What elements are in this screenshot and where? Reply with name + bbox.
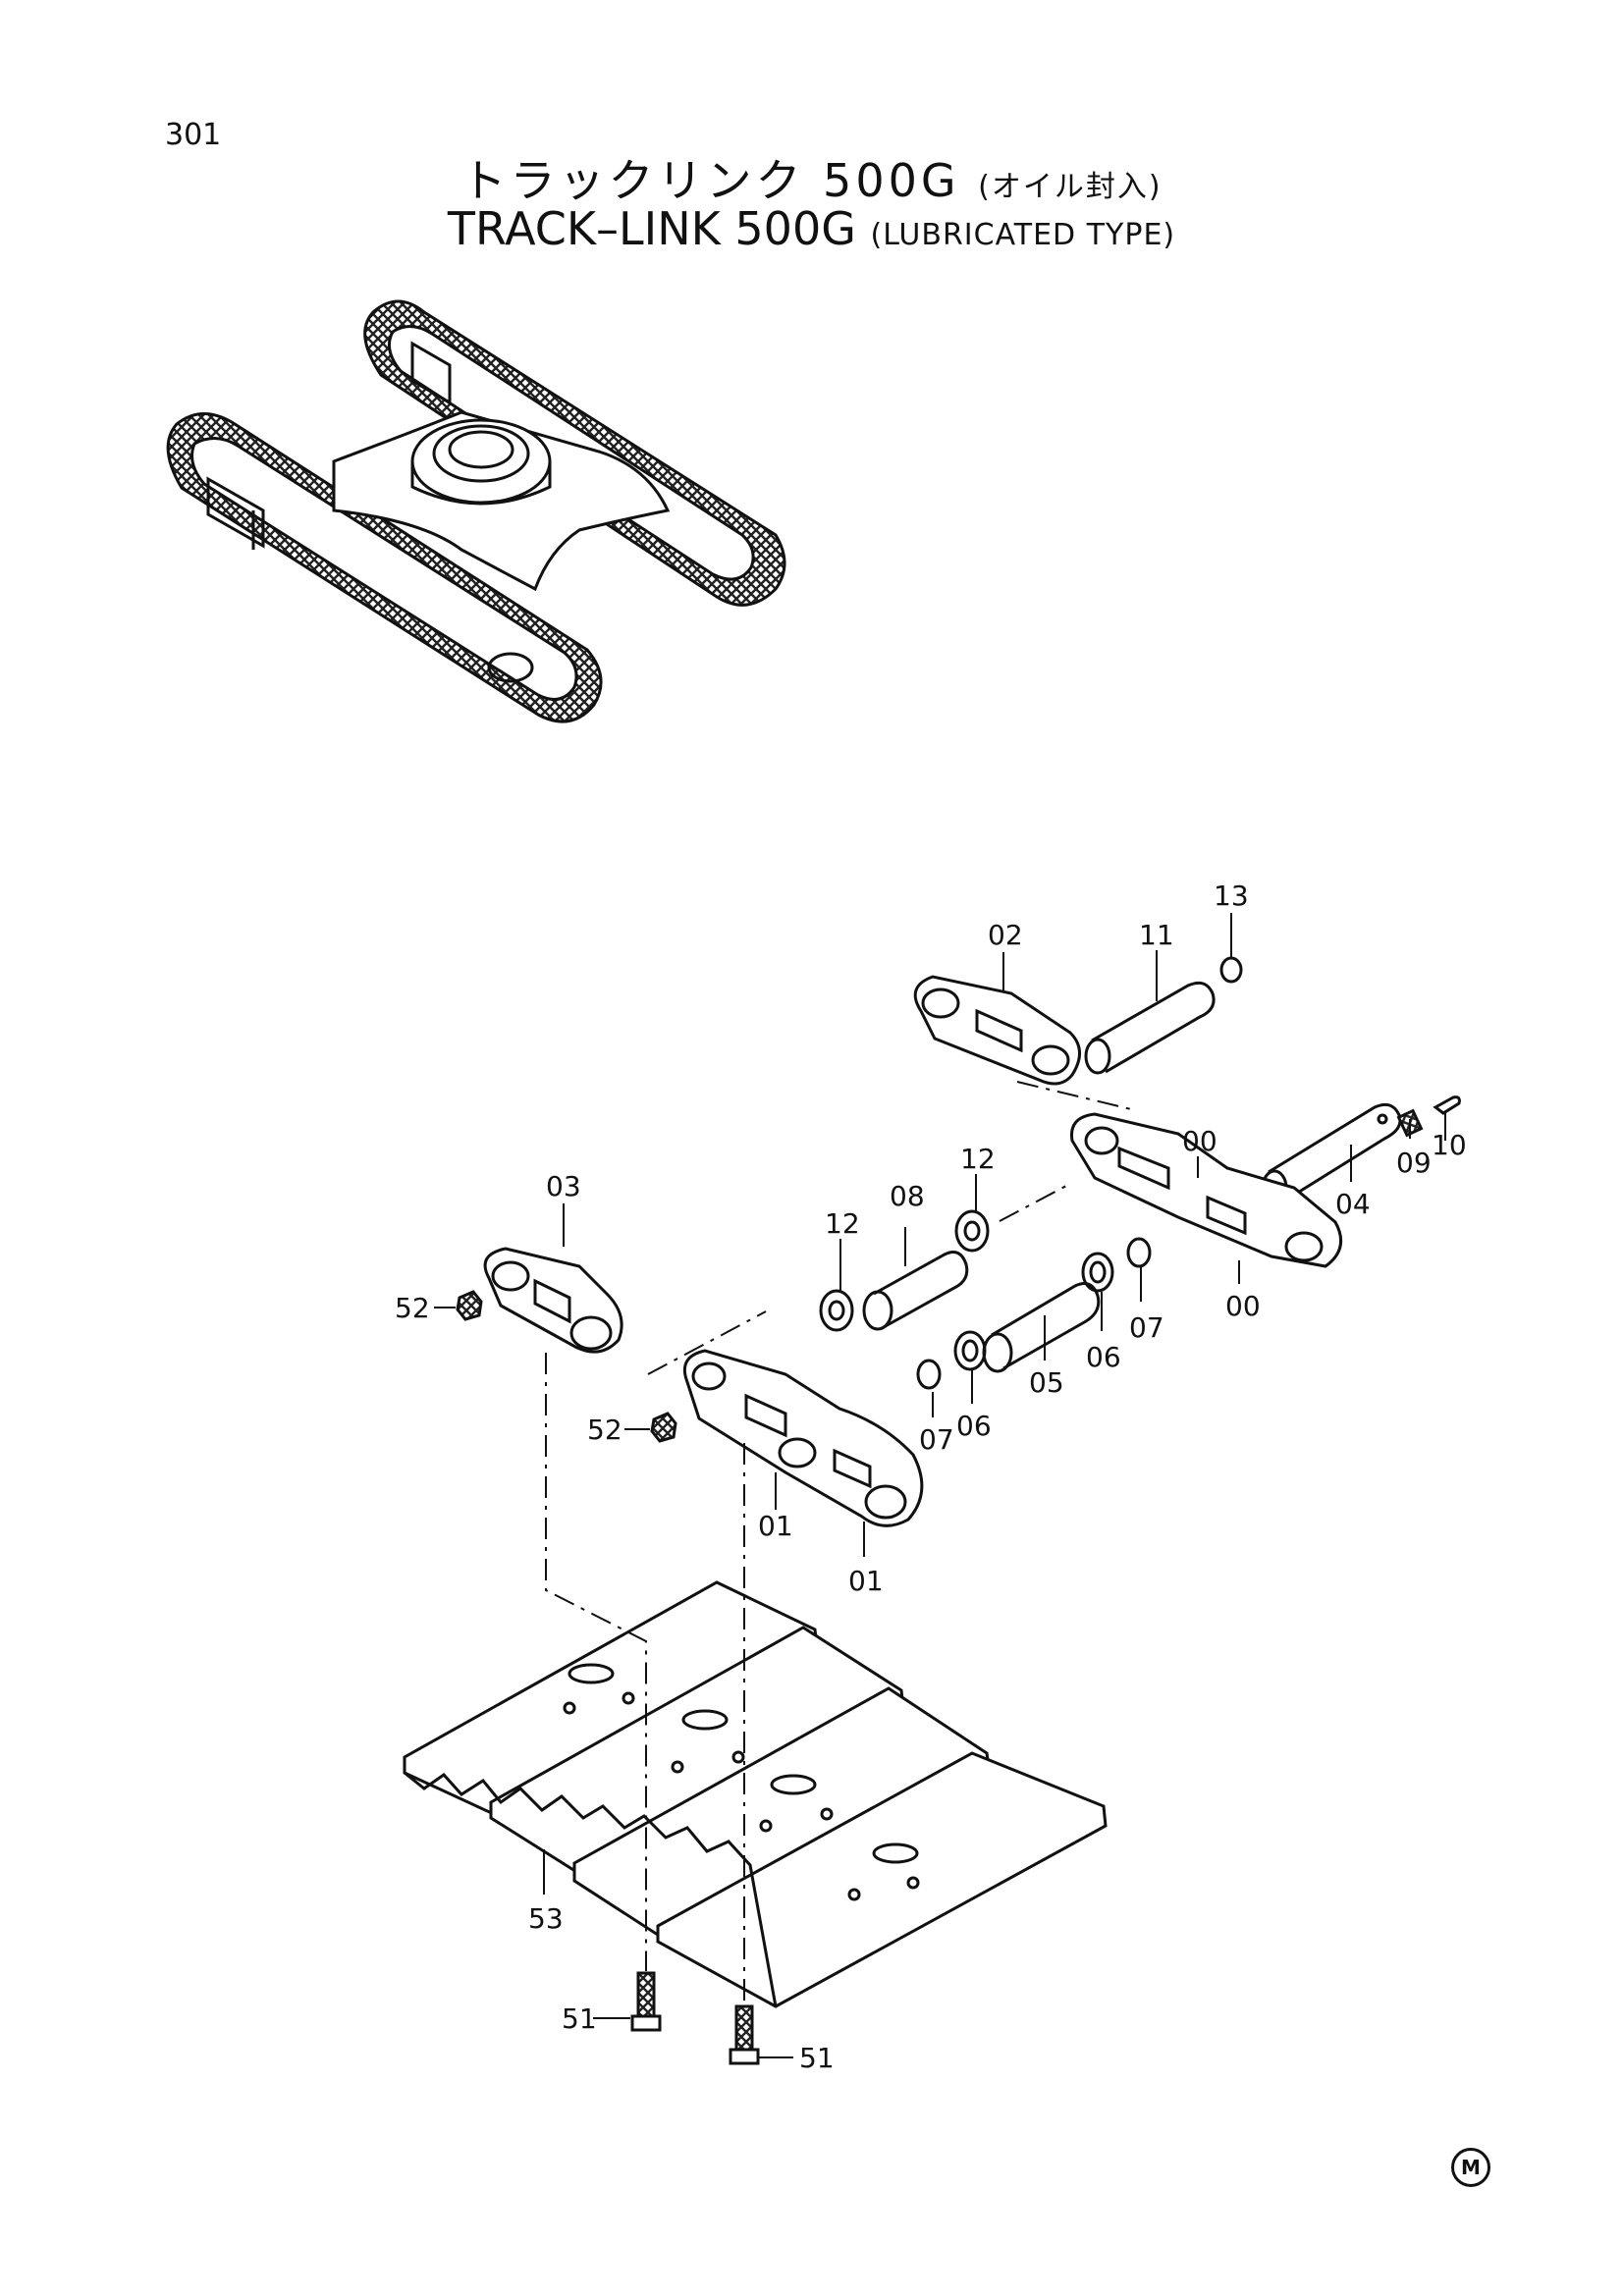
callout-52: 52 <box>587 1414 622 1446</box>
track-link-00-pair <box>1069 1112 1343 1268</box>
callout-02: 02 <box>988 919 1023 951</box>
callout-00: 00 <box>1225 1290 1261 1322</box>
title-jp-main: トラックリンク 500G <box>460 154 960 207</box>
page-title-japanese: トラックリンク 500G (オイル封入) <box>0 145 1623 210</box>
title-jp-sub: (オイル封入) <box>978 170 1163 204</box>
callout-05: 05 <box>1029 1366 1064 1399</box>
title-en-sub: (LUBRICATED TYPE) <box>870 218 1176 252</box>
exploded-parts <box>403 956 1461 2065</box>
callout-10: 10 <box>1432 1129 1467 1161</box>
callout-12: 12 <box>960 1143 996 1175</box>
center-frame <box>332 410 671 592</box>
seal-07-b <box>1126 1237 1152 1268</box>
seal-07-a <box>916 1359 942 1390</box>
bolt-51-a <box>630 1971 662 2032</box>
plug-10 <box>1433 1095 1461 1115</box>
page-number: 301 <box>165 118 222 152</box>
callout-07: 07 <box>1129 1311 1164 1344</box>
bushing-05 <box>982 1282 1101 1373</box>
track-shoes-53 <box>403 1580 1108 2008</box>
assembly-guide-lines <box>545 1081 1132 2002</box>
seal-06-b <box>1081 1252 1114 1293</box>
callout-labels: 13 11 02 00 09 10 04 12 08 12 03 52 52 0… <box>395 880 1467 2074</box>
track-link-01-pair <box>682 1349 924 1527</box>
track-frame-front <box>166 412 603 723</box>
callout-04: 04 <box>1335 1188 1371 1220</box>
callout-12: 12 <box>825 1207 860 1240</box>
snap-ring-13 <box>1219 956 1243 984</box>
callout-00: 00 <box>1182 1125 1217 1157</box>
page-title-english: TRACK–LINK 500G (LUBRICATED TYPE) <box>0 202 1623 255</box>
master-pin-11 <box>1084 981 1216 1075</box>
master-link-02 <box>913 975 1081 1086</box>
bushing-08 <box>862 1251 969 1331</box>
callout-03: 03 <box>546 1170 581 1202</box>
callout-13: 13 <box>1214 880 1249 912</box>
callout-06: 06 <box>1086 1341 1121 1373</box>
seal-12-a <box>819 1289 854 1332</box>
bolt-51-b <box>729 2004 760 2065</box>
callout-53: 53 <box>528 1902 564 1935</box>
footer-mark: M <box>1451 2148 1490 2187</box>
undercarriage-illustration <box>166 299 786 723</box>
nut-52-a <box>456 1290 483 1321</box>
callout-01: 01 <box>848 1565 884 1597</box>
nut-52-b <box>650 1412 677 1443</box>
track-link-03 <box>483 1247 623 1354</box>
callout-06: 06 <box>956 1410 992 1442</box>
seal-12-b <box>954 1209 990 1253</box>
title-en-main: TRACK–LINK 500G <box>447 202 856 255</box>
callout-01: 01 <box>758 1510 793 1542</box>
seal-06-a <box>953 1330 987 1371</box>
callout-11: 11 <box>1139 919 1174 951</box>
callout-51: 51 <box>562 2002 597 2035</box>
callout-51: 51 <box>799 2042 835 2074</box>
callout-07: 07 <box>919 1423 954 1456</box>
callout-52: 52 <box>395 1292 430 1324</box>
callout-08: 08 <box>890 1180 925 1212</box>
callout-09: 09 <box>1396 1147 1432 1179</box>
